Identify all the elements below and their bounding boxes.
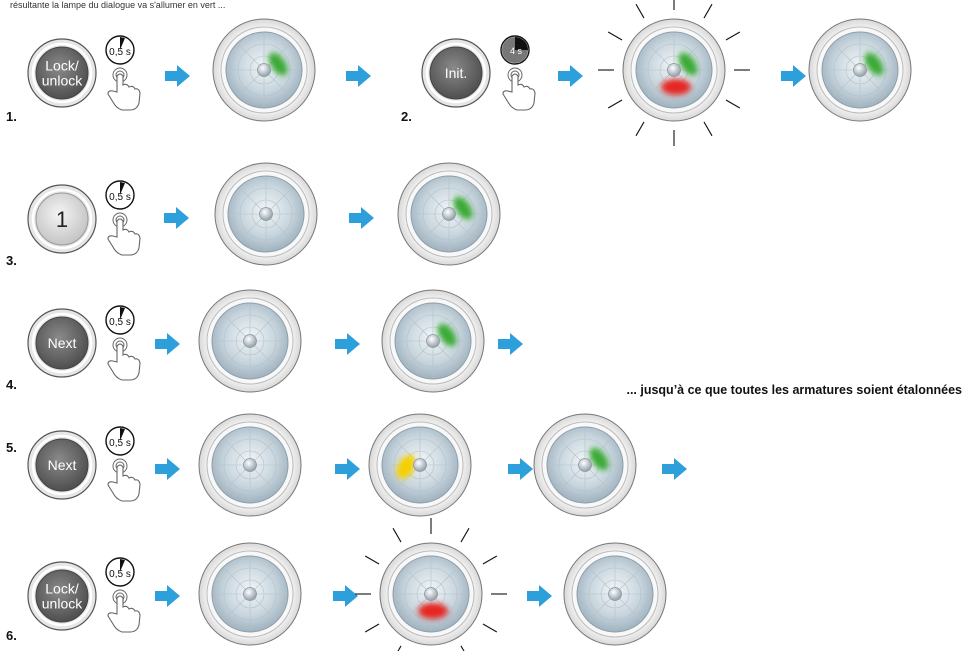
dial-center-knob [442,207,456,221]
arrow-right-icon [335,458,360,480]
control-button: Next [27,308,97,378]
hand-pointer-icon [107,212,141,256]
indicator-dial [381,289,485,393]
arrow-right-icon [349,207,374,229]
step-number: 1. [6,109,17,124]
timer-label: 0,5 s [109,569,131,580]
red-led [661,79,691,95]
step-number: 6. [6,628,17,643]
green-led [589,447,609,471]
arrow-right-icon [333,585,358,607]
hand-pointer-icon [107,589,141,633]
dial-center-knob [413,458,427,472]
button-label: Lock/ [45,58,79,74]
indicator-dial [214,162,318,266]
arrow-right-icon [164,207,189,229]
dial-center-knob [259,207,273,221]
arrow-right-icon [346,65,371,87]
indicator-dial [808,18,912,122]
green-led [864,52,884,76]
button-label: Next [48,457,77,473]
indicator-dial [397,162,501,266]
dial-center-knob [257,63,271,77]
arrow-right-icon [558,65,583,87]
indicator-dial [368,413,472,517]
arrow-right-icon [662,458,687,480]
button-label: Init. [445,65,468,81]
indicator-dial [212,18,316,122]
control-button: Init. [421,38,491,108]
button-label: 1 [56,207,68,232]
indicator-dial [198,413,302,517]
arrow-right-icon [335,333,360,355]
arrow-right-icon [165,65,190,87]
flashing-rays-icon [355,518,507,651]
green-led [453,196,473,220]
timer-label: 4 s [510,46,523,56]
step-number: 4. [6,377,17,392]
arrow-right-icon [781,65,806,87]
hand-pointer-icon [107,337,141,381]
hand-pointer-icon [107,458,141,502]
control-button: Lock/unlock [27,561,97,631]
arrow-right-icon [527,585,552,607]
dial-center-knob [608,587,622,601]
green-led [268,52,288,76]
button-label: Lock/ [45,581,79,597]
dial-center-knob [424,587,438,601]
button-label: unlock [42,73,83,89]
indicator-dial [198,289,302,393]
dial-center-knob [578,458,592,472]
timer-label: 0,5 s [109,192,131,203]
indicator-dial [563,542,667,646]
stopwatch-icon: 0,5 s [105,426,141,502]
stopwatch-icon: 4 s [500,35,536,111]
stopwatch-icon: 0,5 s [105,180,141,256]
dial-center-knob [243,587,257,601]
dial-center-knob [667,63,681,77]
indicator-dial [598,0,750,146]
timer-label: 0,5 s [109,317,131,328]
flashing-rays-icon [598,0,750,146]
control-button: Next [27,430,97,500]
calibration-note: ... jusqu’à ce que toutes les armatures … [626,383,962,397]
hand-pointer-icon [107,67,141,111]
green-led [678,52,698,76]
indicator-dial [533,413,637,517]
step-number: 2. [401,109,412,124]
control-button: 1 [27,184,97,254]
button-label: unlock [42,596,83,612]
arrow-right-icon [498,333,523,355]
header-partial-text: résultante la lampe du dialogue va s'all… [10,0,225,10]
arrow-right-icon [508,458,533,480]
dial-center-knob [426,334,440,348]
arrow-right-icon [155,585,180,607]
indicator-dial [198,542,302,646]
hand-pointer-icon [502,67,536,111]
control-button: Lock/unlock [27,38,97,108]
steps-container: 1. Lock/unlock 0,5 s 2. Init. 4 s 3. 1 0,5 s 4. Ne… [6,0,962,651]
dial-center-knob [243,458,257,472]
indicator-dial [355,518,507,651]
timer-label: 0,5 s [109,47,131,58]
dial-center-knob [243,334,257,348]
step-number: 3. [6,253,17,268]
stopwatch-icon: 0,5 s [105,557,141,633]
yellow-led [396,455,416,479]
timer-label: 0,5 s [109,438,131,449]
dial-center-knob [853,63,867,77]
green-led [437,323,457,347]
stopwatch-icon: 0,5 s [105,305,141,381]
stopwatch-icon: 0,5 s [105,35,141,111]
red-led [418,603,448,619]
step-number: 5. [6,440,17,455]
button-label: Next [48,335,77,351]
arrow-right-icon [155,333,180,355]
arrow-right-icon [155,458,180,480]
